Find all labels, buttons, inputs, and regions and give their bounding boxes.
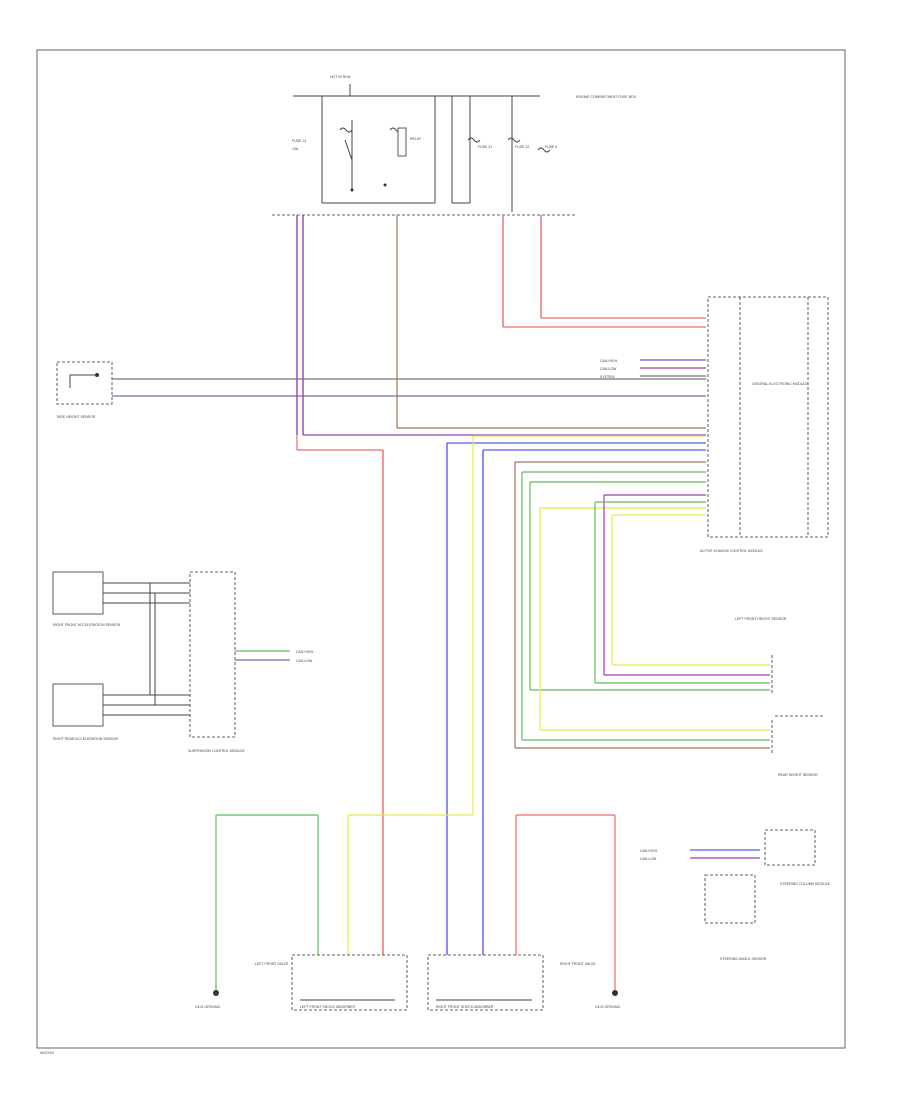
svg-text:FUSE 21: FUSE 21 [478, 145, 492, 149]
rear-height-sensor: REAR HEIGHT SENSOR [771, 715, 825, 777]
corner-code: W20XXX [40, 1051, 55, 1055]
svg-text:FUSE 5: FUSE 5 [545, 145, 557, 149]
svg-text:SYSTEM: SYSTEM [600, 375, 614, 379]
suspension-module: SUSPENSION CONTROL MODULE [188, 571, 246, 753]
ride-height-sensor: RIDE HEIGHT SENSOR [56, 361, 113, 419]
svg-text:CAN LOW: CAN LOW [600, 367, 617, 371]
svg-text:FUSE 13: FUSE 13 [292, 139, 306, 143]
left-front-valve-label: LEFT FRONT VALVE [255, 962, 289, 966]
diagram-frame [36, 49, 846, 1049]
svg-text:CAN HIGH: CAN HIGH [640, 849, 658, 853]
right-ground: G102 GROUND [595, 990, 621, 1009]
right-ground-label: G102 GROUND [595, 1005, 621, 1009]
left-ground: G101 GROUND [195, 990, 221, 1009]
steering-sensor-label: STEERING ANGLE SENSOR [720, 957, 767, 961]
fuse-top-label: HOT IN RUN [330, 75, 351, 79]
left-front-height-sensor: LEFT FRONT HEIGHT SENSOR [735, 617, 787, 695]
right-rear-sensor-label: RIGHT REAR ACCELERATION SENSOR [53, 737, 118, 741]
right-front-shock: RIGHT FRONT VALVE RIGHT FRONT SHOCK ABSO… [427, 954, 596, 1011]
left-front-sensor-label: LEFT FRONT HEIGHT SENSOR [735, 617, 787, 621]
fuse-box: HOT IN RUN FUSE 13 10A RELAY FUSE 21 FUS… [272, 75, 637, 216]
svg-text:RELAY: RELAY [410, 137, 422, 141]
right-front-shock-label: RIGHT FRONT SHOCK ABSORBER [436, 1005, 494, 1009]
svg-text:CAN LOW: CAN LOW [296, 659, 313, 663]
svg-text:FUSE 22: FUSE 22 [515, 145, 529, 149]
svg-text:CAN HIGH: CAN HIGH [600, 359, 618, 363]
svg-text:CAN LOW: CAN LOW [640, 857, 657, 861]
steering-sensors: CAN HIGH CAN LOW STEERING COLUMN MODULE … [640, 829, 831, 961]
rear-sensor-label: REAR HEIGHT SENSOR [778, 773, 818, 777]
active-chassis-label: ACTIVE CHASSIS CONTROL MODULE [700, 549, 764, 553]
left-ground-label: G101 GROUND [195, 1005, 221, 1009]
ride-height-sensor-label: RIDE HEIGHT SENSOR [57, 415, 96, 419]
left-front-shock: LEFT FRONT VALVE LEFT FRONT SHOCK ABSORB… [255, 954, 408, 1011]
right-front-sensor-label: RIGHT FRONT ACCELERATION SENSOR [53, 623, 121, 627]
central-module: CENTRAL ELECTRONIC MODULE ACTIVE CHASSIS… [700, 296, 829, 553]
svg-text:10A: 10A [292, 147, 299, 151]
suspension-module-label: SUSPENSION CONTROL MODULE [188, 749, 246, 753]
right-rear-sensor: RIGHT REAR ACCELERATION SENSOR [52, 683, 118, 741]
central-module-label: CENTRAL ELECTRONIC MODULE [752, 382, 808, 386]
steering-module-label: STEERING COLUMN MODULE [780, 882, 831, 886]
svg-text:CAN HIGH: CAN HIGH [296, 650, 314, 654]
left-front-shock-label: LEFT FRONT SHOCK ABSORBER [300, 1005, 356, 1009]
right-front-sensor: RIGHT FRONT ACCELERATION SENSOR [52, 571, 121, 627]
fuse-box-label: ENGINE COMPARTMENT FUSE BOX [576, 95, 637, 99]
right-front-valve-label: RIGHT FRONT VALVE [560, 962, 596, 966]
